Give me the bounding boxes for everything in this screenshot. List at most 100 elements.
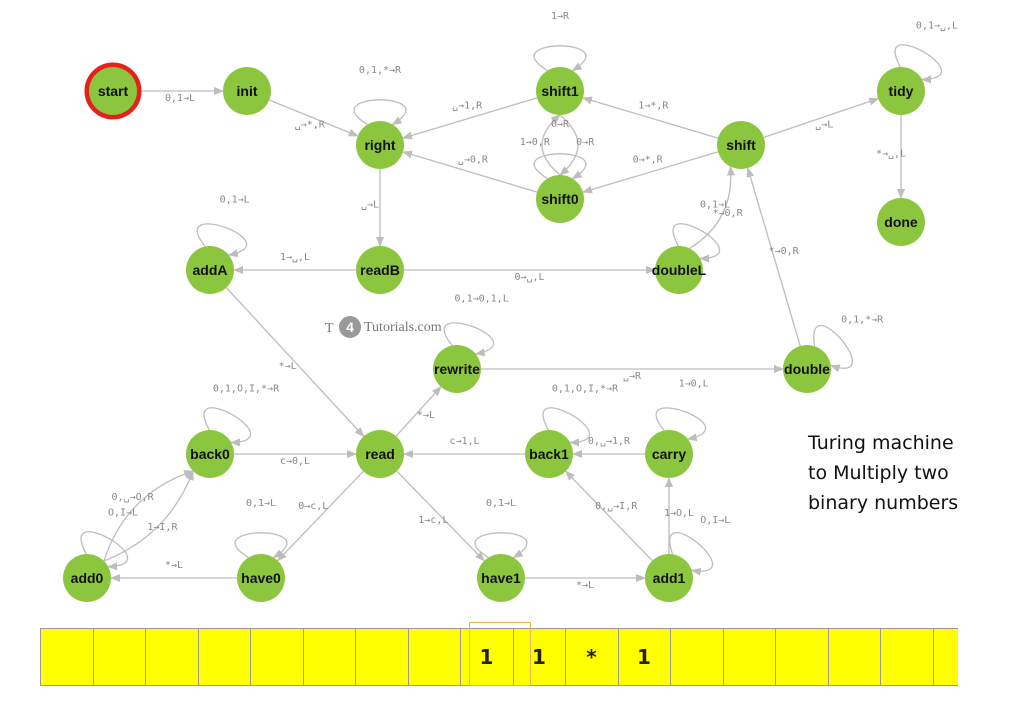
transition-label: *→L <box>417 410 435 421</box>
transition-shift-to-shift0 <box>582 151 719 194</box>
state-circle <box>433 345 481 393</box>
transition-shift-to-shift1 <box>582 96 719 139</box>
state-circle <box>877 67 925 115</box>
transition-doubleL-to-doubleL <box>672 223 721 263</box>
transition-read-to-have0 <box>276 470 364 562</box>
transition-label: 0,1→L <box>700 200 730 211</box>
caption-line-3: binary numbers <box>808 492 959 514</box>
state-double[interactable]: double <box>783 345 831 393</box>
state-have0[interactable]: have0 <box>237 554 285 602</box>
state-label: add0 <box>71 570 104 586</box>
transition-label: 1→I,R <box>147 522 178 533</box>
transition-tidy-to-tidy <box>894 44 943 84</box>
tape-cell-15 <box>827 629 880 685</box>
transition-add0-to-back0 <box>103 470 194 562</box>
state-label: double <box>784 361 830 377</box>
tape-cell-1 <box>92 629 145 685</box>
transition-label: 0,1,*→R <box>359 65 402 76</box>
state-circle <box>186 246 234 294</box>
transition-label: 0→*,R <box>633 154 664 165</box>
tape-cell-5 <box>302 629 355 685</box>
transition-label: c→1,L <box>449 436 479 447</box>
t4tutorials-logo: T 4 Tutorials.com <box>325 316 442 338</box>
state-right[interactable]: right <box>356 121 404 169</box>
transition-shift0-to-right <box>402 150 538 193</box>
state-label: addA <box>193 262 228 278</box>
transition-label: 0,1,O,I,*→R <box>552 384 619 395</box>
state-label: shift0 <box>541 191 579 207</box>
state-addA[interactable]: addA <box>186 246 234 294</box>
transition-label: 0,␣→I,R <box>595 501 638 512</box>
state-back1[interactable]: back1 <box>525 430 573 478</box>
transition-label: *→L <box>165 560 183 571</box>
transition-label: 0,1,*→R <box>841 315 884 326</box>
transition-label: ␣→0,R <box>458 154 489 165</box>
state-have1[interactable]: have1 <box>477 554 525 602</box>
tape-cell-16 <box>880 629 932 685</box>
transition-add0-to-back0 <box>103 470 195 562</box>
state-circle <box>477 554 525 602</box>
state-tidy[interactable]: tidy <box>877 67 925 115</box>
state-circle <box>645 430 693 478</box>
transition-label: ␣→*,R <box>295 119 326 130</box>
tape-cell-7 <box>407 629 460 685</box>
transition-label: 0,␣→1,R <box>588 436 631 447</box>
state-back0[interactable]: back0 <box>186 430 234 478</box>
state-carry[interactable]: carry <box>645 430 693 478</box>
state-doubleL[interactable]: doubleL <box>652 246 707 294</box>
state-label: have1 <box>481 570 521 586</box>
transition-label: ␣→1,R <box>452 100 483 111</box>
state-label: back0 <box>190 446 230 462</box>
state-circle <box>356 121 404 169</box>
transition-label: 0,1→0,1,L <box>455 293 509 304</box>
logo-t-letter: T <box>325 321 334 336</box>
transition-label: 0,1→␣,L <box>916 21 958 32</box>
transition-shift0-to-shift1 <box>541 114 561 176</box>
transition-have1-to-have1 <box>474 532 528 559</box>
state-rewrite[interactable]: rewrite <box>433 345 481 393</box>
caption-line-2: to Multiply two <box>808 462 949 484</box>
transition-shift1-to-shift1 <box>533 45 587 72</box>
state-label: tidy <box>889 83 914 99</box>
transition-doubleL-to-shift <box>689 165 736 250</box>
state-circle <box>525 430 573 478</box>
state-label: done <box>884 214 918 230</box>
state-add0[interactable]: add0 <box>63 554 111 602</box>
state-shift0[interactable]: shift0 <box>536 175 584 223</box>
transition-label: 1→O,L <box>664 508 694 519</box>
state-read[interactable]: read <box>356 430 404 478</box>
transition-label: 0→R <box>551 119 570 130</box>
state-shift[interactable]: shift <box>717 121 765 169</box>
state-label: start <box>98 83 129 99</box>
tape-cell-8: 1 <box>460 629 512 685</box>
transition-label: O,I→L <box>700 515 730 526</box>
transition-label: 0→␣,L <box>514 272 544 283</box>
transition-label: 0,1→L <box>486 498 516 509</box>
transition-back0-to-back0 <box>203 407 252 447</box>
state-circle <box>717 121 765 169</box>
initial-state-ring <box>84 62 142 120</box>
state-label: have0 <box>241 570 281 586</box>
transition-addA-to-read <box>225 287 365 438</box>
transition-add1-to-add1 <box>669 532 714 576</box>
transition-double-to-double <box>813 324 853 373</box>
state-init[interactable]: init <box>223 67 271 115</box>
transition-label: *→0,R <box>713 208 744 219</box>
state-done[interactable]: done <box>877 198 925 246</box>
state-readB[interactable]: readB <box>356 246 404 294</box>
transition-label: *→L <box>279 361 297 372</box>
state-start[interactable]: start <box>84 62 142 120</box>
transition-label: 1→␣,L <box>280 252 310 263</box>
logo-circle <box>339 316 361 338</box>
transition-read-to-rewrite <box>395 386 442 437</box>
tape-cell-11: 1 <box>617 629 670 685</box>
transition-label: c→0,L <box>280 456 310 467</box>
state-label: back1 <box>529 446 569 462</box>
state-add1[interactable]: add1 <box>645 554 693 602</box>
tape-cell-6 <box>355 629 407 685</box>
transition-label: 1→*,R <box>638 100 669 111</box>
state-circle <box>655 246 703 294</box>
state-label: add1 <box>653 570 686 586</box>
state-shift1[interactable]: shift1 <box>536 67 584 115</box>
state-label: rewrite <box>434 361 480 377</box>
